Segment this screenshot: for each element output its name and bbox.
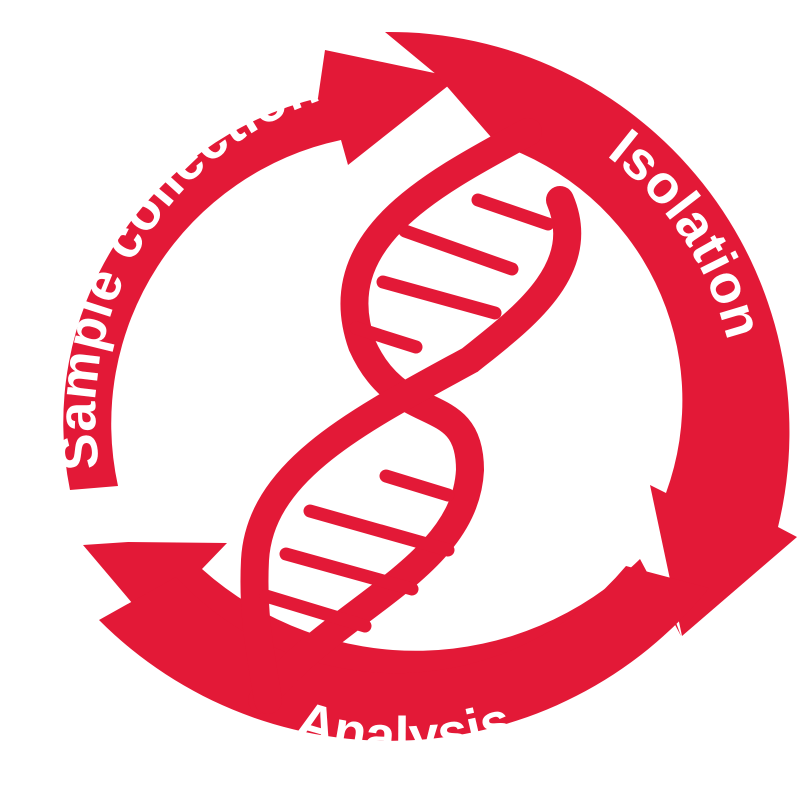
dna-double-helix-icon [240, 118, 582, 714]
arrow-isolation-shape [385, 31, 797, 637]
arrow-sample-collection-shape [63, 50, 459, 490]
arrow-sample-collection [63, 50, 459, 490]
arrow-isolation [385, 31, 797, 637]
label-sample-collection: Sample collection [47, 55, 327, 473]
dna-strand-b [240, 186, 582, 714]
dna-base-pairs [259, 193, 555, 633]
dna-strand-a [248, 118, 542, 714]
label-sample-collection-text: Sample collection [47, 55, 326, 473]
